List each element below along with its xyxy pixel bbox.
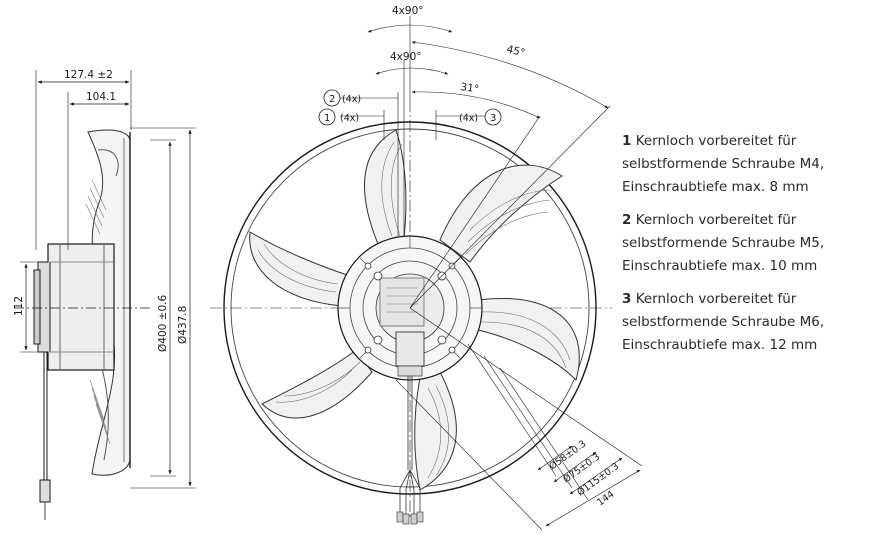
side-view [14, 70, 196, 520]
hole-count-3: (4x) [459, 113, 478, 124]
marker-3: 3 [490, 113, 496, 124]
dim-depth-total: 127.4 ±2 [64, 69, 113, 81]
note-text: Einschraubtiefe max. 12 mm [622, 337, 818, 353]
note-2: 2 Kernloch vorbereitet für selbstformend… [622, 209, 884, 278]
note-3: 3 Kernloch vorbereitet für selbstformend… [622, 288, 884, 357]
note-text: Kernloch vorbereitet für [631, 212, 797, 228]
marker-circles [318, 89, 502, 126]
side-view-labels: 127.4 ±2 104.1 112 Ø400 ±0.6 Ø437.8 [13, 69, 189, 352]
dim-angle-outer: 4x90° [392, 5, 424, 17]
notes-panel: 1 Kernloch vorbereitet für selbstformend… [622, 130, 884, 367]
motor-label-plate [379, 277, 425, 327]
note-number: 3 [622, 291, 632, 307]
note-number: 2 [622, 212, 632, 228]
note-text: Einschraubtiefe max. 8 mm [622, 179, 809, 195]
note-text: Kernloch vorbereitet für [631, 291, 797, 307]
note-1: 1 Kernloch vorbereitet für selbstformend… [622, 130, 884, 199]
blade-hatch [85, 179, 111, 445]
hole-count-2: (4x) [342, 94, 361, 105]
blade-grills [257, 141, 571, 479]
dim-hub-height: 112 [13, 296, 25, 316]
dim-angle-31: 31° [460, 81, 480, 95]
note-text: selbstformende Schraube M5, [622, 235, 825, 251]
dim-diameter-437: Ø437.8 [177, 306, 189, 344]
hole-count-1: (4x) [340, 113, 359, 124]
dim-diameter-400: Ø400 ±0.6 [157, 295, 169, 352]
note-number: 1 [622, 133, 632, 149]
terminal-box [395, 331, 425, 367]
cable [399, 376, 421, 514]
note-text: Kernloch vorbereitet für [631, 133, 797, 149]
note-text: selbstformende Schraube M4, [622, 156, 825, 172]
dim-distance-144: 144 [595, 489, 616, 509]
dim-depth-inner: 104.1 [86, 91, 116, 103]
front-diagonal-dimensions [395, 307, 643, 531]
note-text: Einschraubtiefe max. 10 mm [622, 258, 818, 274]
dim-angle-inner: 4x90° [390, 51, 422, 63]
marker-1: 1 [324, 113, 330, 124]
dim-angle-45: 45° [505, 43, 526, 59]
front-top-dimensions [340, 16, 611, 309]
blades [249, 129, 580, 491]
marker-2: 2 [329, 94, 335, 105]
note-text: selbstformende Schraube M6, [622, 314, 825, 330]
front-view [210, 16, 643, 531]
